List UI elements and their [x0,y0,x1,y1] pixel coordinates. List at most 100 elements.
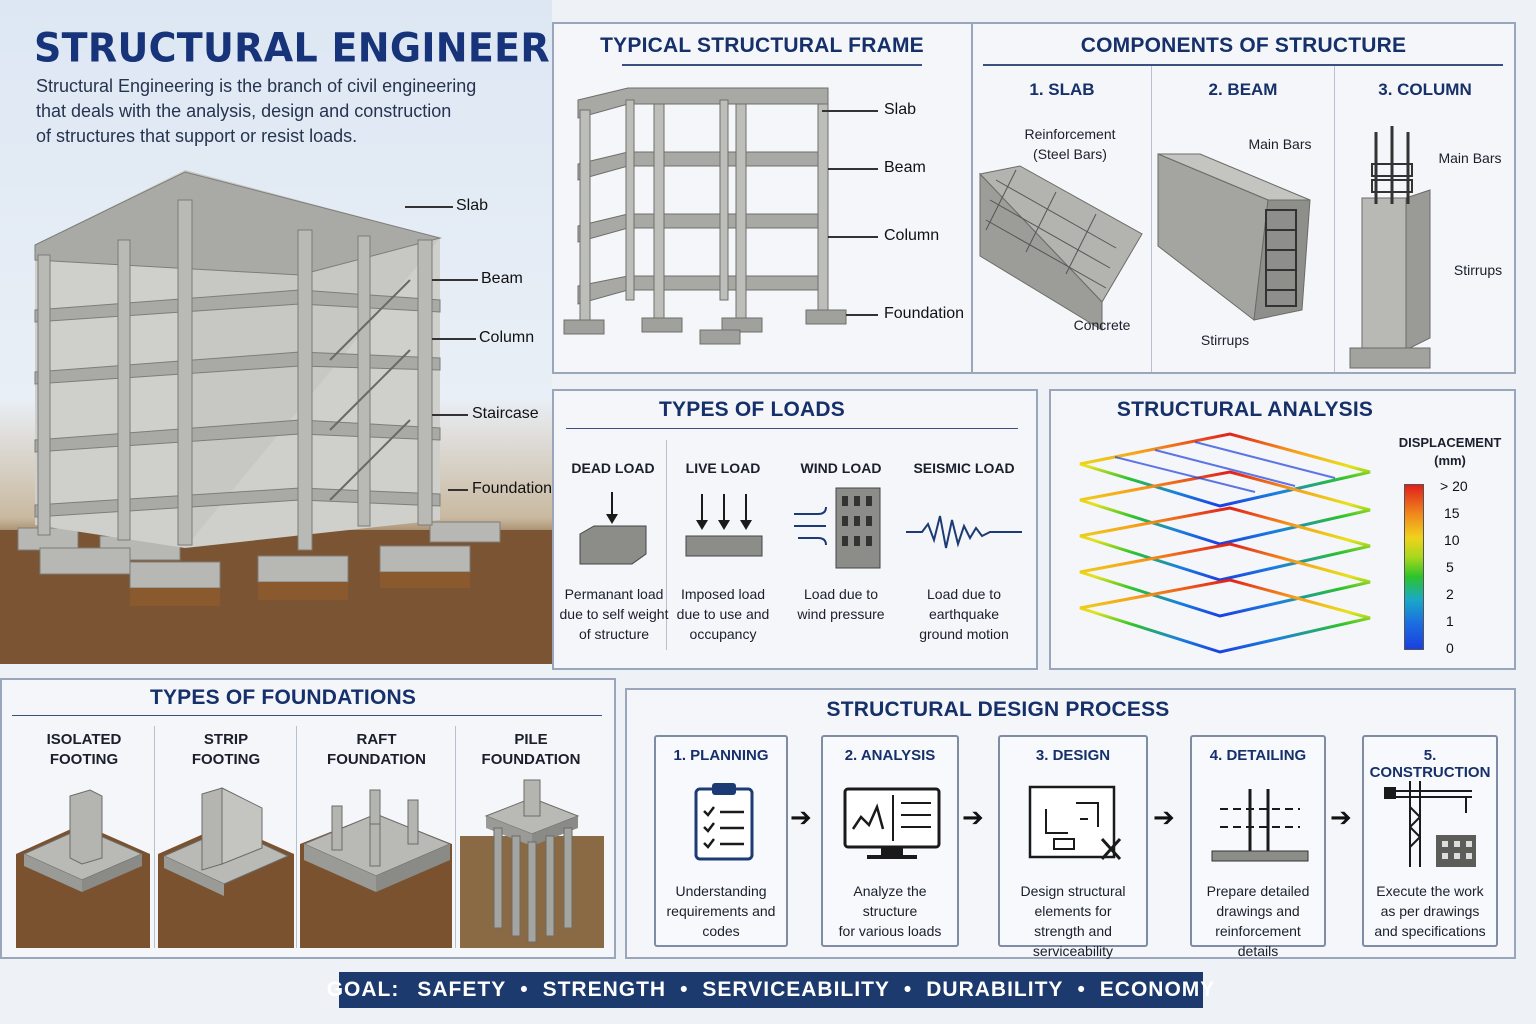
components-title: COMPONENTS OF STRUCTURE [1080,34,1407,57]
step-desc: Prepare detailed drawings and reinforcem… [1196,881,1320,961]
frame-illustration [563,87,847,345]
desc-line: of structure [578,626,650,642]
bullet-dot: • [1077,978,1086,1001]
frame-label-slab: Slab [884,101,917,118]
load-desc-wind: Load due to wind pressure [786,584,896,624]
divider [296,726,297,948]
desc-line: Permanant load [564,586,664,602]
step-title: 3. DESIGN [1035,747,1111,764]
column-label-stirrups: Stirrups [1453,262,1503,278]
process-step-detailing: 4. DETAILING Prepare detailed drawings a… [1190,735,1326,959]
legend-tick: 2 [1446,586,1454,602]
legend-tick: 0 [1446,640,1454,656]
step-title: 1. PLANNING [673,747,769,764]
step-title: 2. ANALYSIS [844,747,936,764]
pile-foundation-illustration [460,779,604,948]
legend-title-line: (mm) [1434,453,1466,468]
desc-line: ground motion [919,626,1009,642]
building-illustration [0,170,552,664]
frame-title: TYPICAL STRUCTURAL FRAME [600,34,924,57]
leader-line [846,314,878,316]
desc-line: Prepare detailed [1206,883,1310,899]
title-rule [622,64,922,66]
foundation-label-strip: STRIP FOOTING [156,730,296,770]
seismic-load-icon [906,515,1022,549]
page-title: STRUCTURAL ENGINEERING [34,24,628,72]
title-rule [566,428,1018,429]
intro-line: Structural Engineering is the branch of … [36,76,477,96]
desc-line: for various loads [838,923,942,939]
step-desc: Execute the work as per drawings and spe… [1368,881,1492,941]
frame-label-column: Column [884,227,940,244]
label-line: FOOTING [191,751,261,768]
leader-line [432,279,478,281]
desc-line: due to use and [676,606,770,622]
beam-label-main-bars: Main Bars [1248,136,1312,152]
divider [455,726,456,948]
desc-line: strength and serviceability [1032,923,1114,959]
title-rule [983,64,1503,66]
arrow-right-icon: ➔ [962,802,984,832]
legend-tick: 15 [1444,505,1460,521]
analysis-title: STRUCTURAL ANALYSIS [1116,398,1374,421]
goal-item: ECONOMY [1099,978,1216,1001]
foundation-label-raft: RAFT FOUNDATION [298,730,455,770]
leader-line [828,168,878,170]
label-line: STRIP [203,731,249,748]
slab-label-reinforcement: Reinforcement (Steel Bars) [1010,124,1130,164]
component-column-title: 3. COLUMN [1378,80,1472,99]
arrow-right-icon: ➔ [790,802,812,832]
legend-title-line: DISPLACEMENT [1398,435,1502,450]
desc-line: wind pressure [797,606,885,622]
desc-line: Load due to [804,586,878,602]
process-step-planning: 1. PLANNING Understanding requirements a… [654,735,788,947]
component-slab-title: 1. SLAB [1029,80,1095,99]
bullet-dot: • [680,978,689,1001]
raft-foundation-illustration [300,789,452,948]
goal-item: DURABILITY [926,978,1064,1001]
desc-line: occupancy [689,626,757,642]
bullet-dot: • [903,978,913,1001]
process-step-analysis: 2. ANALYSIS Analyze the structure for va… [821,735,959,947]
arrow-right-icon: ➔ [1330,802,1352,832]
label-line: Reinforcement [1024,126,1116,142]
desc-line: Execute the work [1376,883,1484,899]
leader-line [405,206,453,208]
goal-item: SERVICEABILITY [702,978,890,1001]
label-line: FOOTING [49,751,119,768]
load-desc-seismic: Load due to earthquake ground motion [904,584,1024,644]
label-line: FOUNDATION [481,751,581,768]
strip-footing-illustration [158,787,294,948]
legend-title: DISPLACEMENT (mm) [1396,434,1504,470]
goal-prefix: GOAL: [326,978,400,1001]
desc-line: codes [702,923,740,939]
analysis-model [1078,432,1372,662]
leader-line [822,110,878,112]
divider [1334,66,1335,372]
process-step-construction: 5. CONSTRUCTION Execute the work as per … [1362,735,1498,947]
goal-banner: GOAL: SAFETY • STRENGTH • SERVICEABILITY… [327,972,1214,1008]
legend-color-bar [1404,484,1424,650]
arrow-right-icon: ➔ [1153,802,1175,832]
desc-line: Imposed load [680,586,766,602]
desc-line: drawings and [1216,903,1300,919]
step-desc: Design structural elements for strength … [1004,881,1142,961]
load-name-live: LIVE LOAD [685,460,761,476]
desc-line: requirements and [666,903,776,919]
beam-illustration [1157,153,1311,321]
step-desc: Understanding requirements and codes [660,881,782,941]
title-rule [12,715,602,716]
dead-load-icon [579,492,647,565]
label-line: PILE [514,731,548,748]
leader-line [828,236,878,238]
desc-line: earthquake [928,606,1000,622]
hero-label-staircase: Staircase [472,405,539,422]
goal-item: SAFETY [417,978,507,1001]
frame-label-beam: Beam [884,159,926,176]
rebar-detail-icon [1211,789,1309,862]
load-name-seismic: SEISMIC LOAD [913,460,1015,476]
blueprint-icon [1028,785,1122,861]
label-line: RAFT [356,731,397,748]
desc-line: Load due to [927,586,1001,602]
desc-line: Understanding [675,883,767,899]
